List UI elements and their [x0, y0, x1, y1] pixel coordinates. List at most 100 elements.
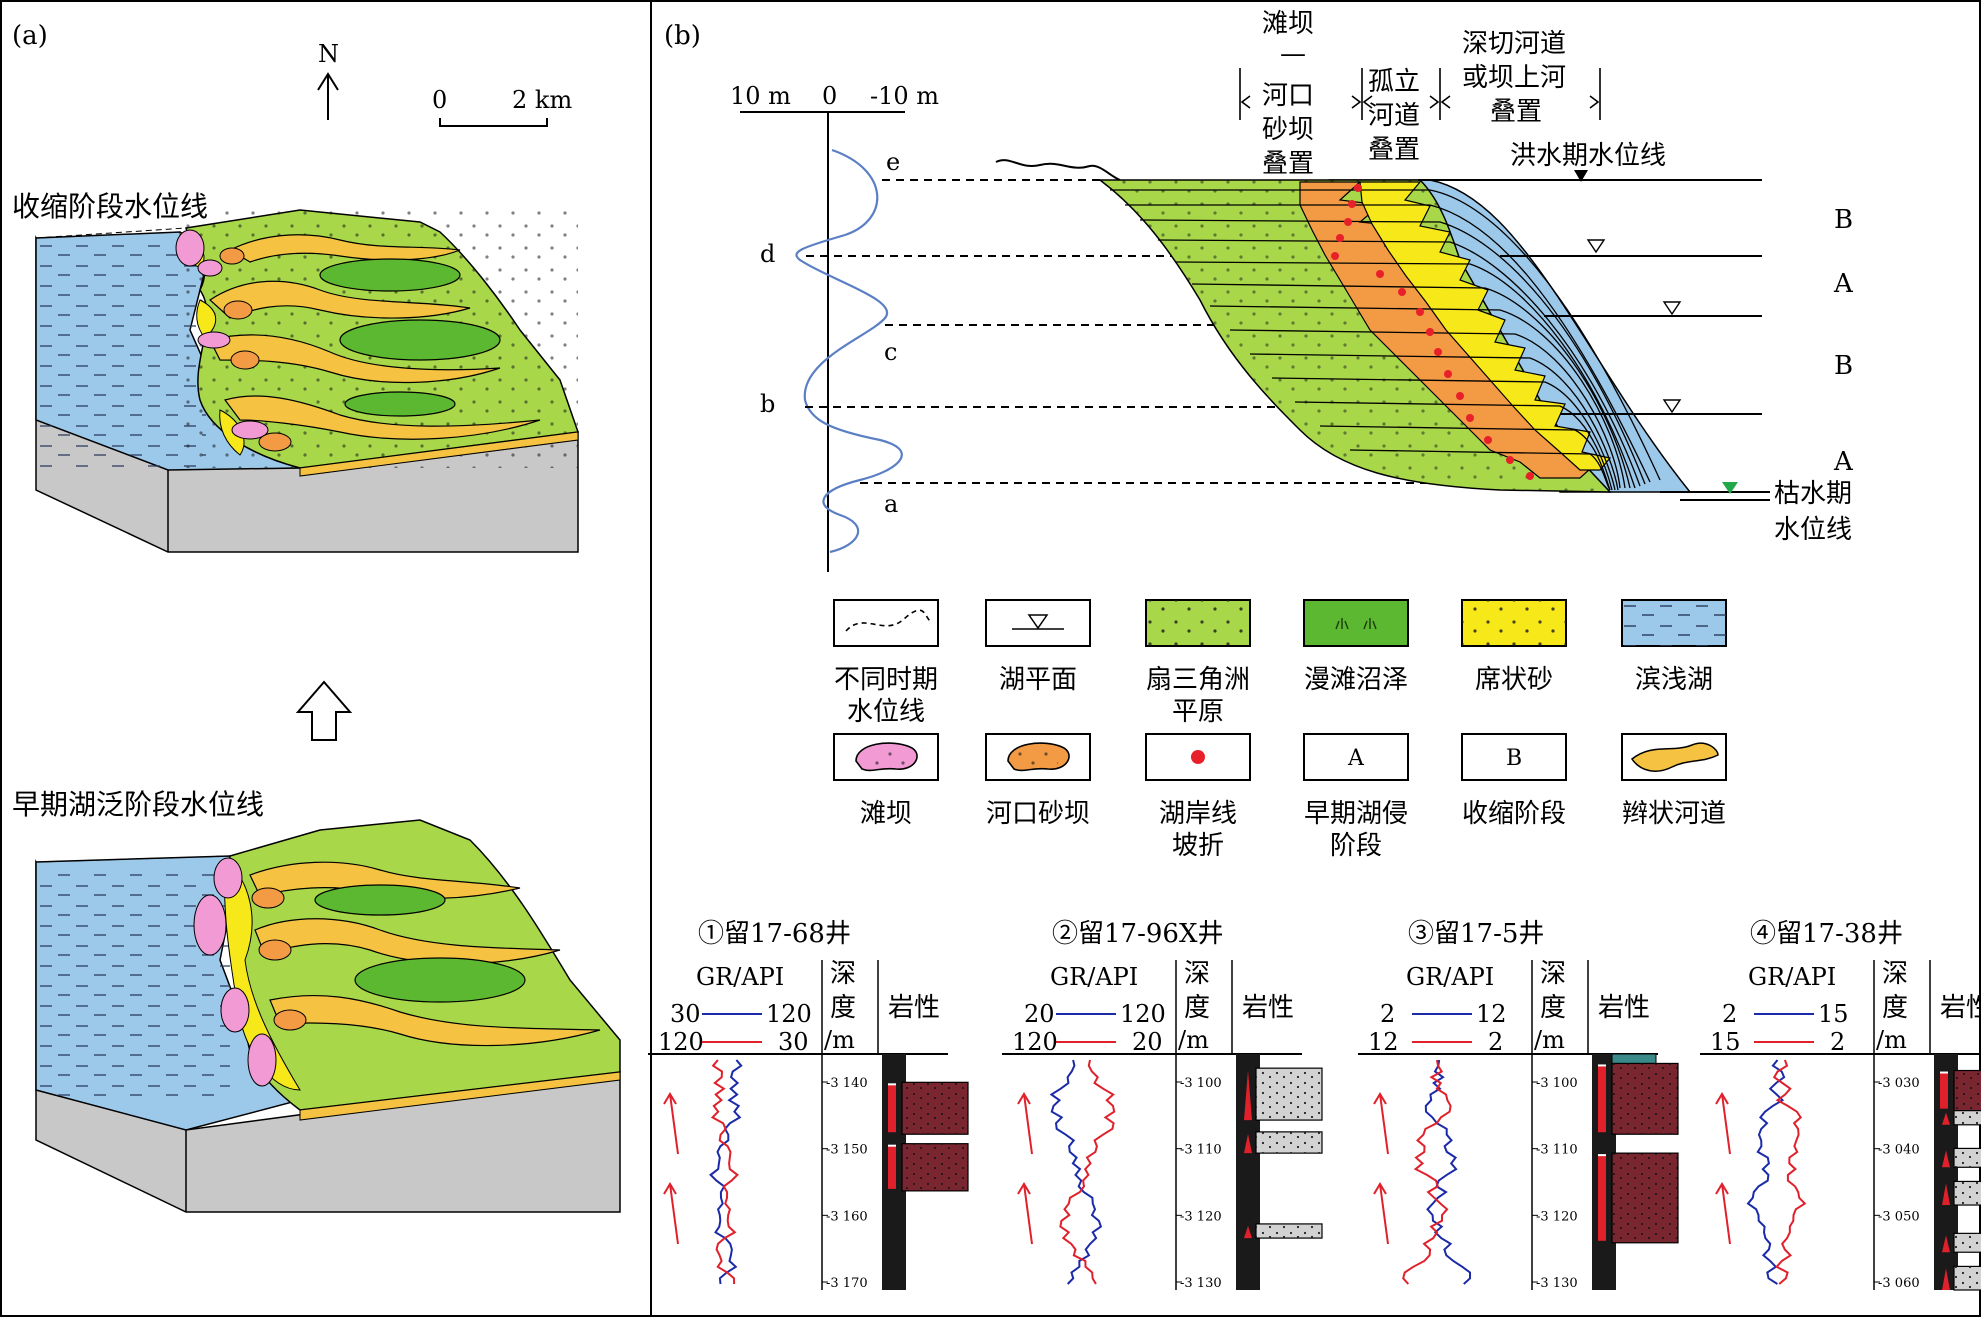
gr-label: GR/API — [696, 963, 784, 991]
svg-text:—: — — [1280, 39, 1306, 69]
water-level-curve — [795, 148, 903, 554]
legend-label: 湖岸线 — [1159, 799, 1237, 829]
well-title: ④留17-38井 — [1750, 919, 1903, 949]
depth-tick: -3 100 — [1180, 1076, 1222, 1091]
depth-tick: -3 110 — [1536, 1143, 1578, 1158]
legend-label: 收缩阶段 — [1462, 799, 1566, 829]
dry-level-label-1: 枯水期 — [1774, 479, 1852, 509]
depth-unit: /m — [1534, 1026, 1565, 1054]
svg-text:叠置: 叠置 — [1368, 135, 1420, 165]
depth-tick: -3 030 — [1878, 1076, 1920, 1091]
svg-text:深切河道: 深切河道 — [1462, 29, 1566, 59]
depth-unit: /m — [1876, 1026, 1907, 1054]
flood-level-label: 洪水期水位线 — [1510, 141, 1666, 171]
scale-end: 2 km — [512, 86, 572, 114]
lithology-title: 岩性 — [1940, 993, 1981, 1023]
svg-text:B: B — [1506, 746, 1522, 771]
legend-item: 河口砂坝 — [985, 733, 1091, 829]
legend-label: 不同时期 — [834, 665, 938, 695]
curve-scale-left: 10 m — [730, 82, 791, 110]
legend-label: 辫状河道 — [1622, 799, 1726, 829]
svg-text:或坝上河: 或坝上河 — [1462, 63, 1566, 93]
red-scale-right: 30 — [778, 1028, 809, 1056]
blue-scale-left: 2 — [1722, 1000, 1737, 1028]
depth-tick: -3 040 — [1878, 1143, 1920, 1158]
legend-label: 早期湖侵 — [1304, 799, 1408, 829]
legend-item: 漫滩沼泽 — [1303, 599, 1409, 695]
depth-tick: -3 120 — [1536, 1209, 1578, 1224]
legend-swatch — [1303, 599, 1409, 647]
legend-label: 阶段 — [1330, 831, 1382, 861]
curve-point-e: e — [886, 148, 900, 176]
depth-tick: -3 130 — [1180, 1276, 1222, 1291]
svg-text:滩坝: 滩坝 — [1262, 9, 1314, 39]
curve-point-b: b — [760, 390, 775, 418]
zone-1-label: 滩坝 — 河口 砂坝 叠置 — [1262, 9, 1314, 179]
gr-blue-curve — [1746, 1059, 1786, 1285]
gr-label: GR/API — [1050, 963, 1138, 991]
blue-scale-right: 120 — [766, 1000, 812, 1028]
red-scale-left: 12 — [1368, 1028, 1399, 1056]
depth-tick: -3 110 — [1180, 1143, 1222, 1158]
red-scale-left: 120 — [1012, 1028, 1058, 1056]
depth-tick: -3 050 — [1878, 1209, 1920, 1224]
stage-label-1: B — [1834, 205, 1853, 235]
legend-label: 水位线 — [847, 697, 925, 727]
blue-scale-right: 15 — [1818, 1000, 1849, 1028]
dry-level-label-2: 水位线 — [1774, 515, 1852, 545]
svg-text:河道: 河道 — [1368, 101, 1420, 131]
well-title: ③留17-5井 — [1408, 919, 1544, 949]
blue-scale-right: 120 — [1120, 1000, 1166, 1028]
depth-tick: -3 120 — [1180, 1209, 1222, 1224]
depth-tick: -3 100 — [1536, 1076, 1578, 1091]
well-title: ②留17-96X井 — [1052, 919, 1223, 949]
stage-label-4: A — [1833, 447, 1854, 477]
depth-title: 度 — [1540, 993, 1566, 1023]
legend-label: 河口砂坝 — [986, 799, 1090, 829]
legend-swatch — [833, 599, 939, 647]
depth-title: 深 — [1882, 959, 1908, 989]
scale-bar — [439, 118, 548, 127]
svg-text:孤立: 孤立 — [1368, 67, 1420, 97]
legend-swatch — [1461, 733, 1567, 781]
legend-label: 湖平面 — [999, 665, 1077, 695]
red-scale-right: 2 — [1830, 1028, 1845, 1056]
scale-zero: 0 — [432, 86, 447, 114]
red-scale-left: 15 — [1710, 1028, 1741, 1056]
depth-tick: -3 130 — [1536, 1276, 1578, 1291]
lithology-title: 岩性 — [1598, 993, 1650, 1023]
legend-item: B 收缩阶段 — [1461, 733, 1567, 829]
depth-title: 度 — [830, 993, 856, 1023]
depth-title: 深 — [1540, 959, 1566, 989]
well-title: ①留17-68井 — [698, 919, 851, 949]
red-scale-right: 20 — [1132, 1028, 1163, 1056]
gr-blue-curve — [1049, 1059, 1103, 1285]
red-scale-right: 2 — [1488, 1028, 1503, 1056]
top-block-diagram — [35, 209, 580, 553]
red-scale-left: 120 — [658, 1028, 704, 1056]
legend-label: 平原 — [1172, 697, 1224, 727]
legend-item: 滨浅湖 — [1621, 599, 1727, 695]
stage-label-3: B — [1834, 351, 1853, 381]
up-arrow-icon — [295, 680, 353, 741]
legend-item: 湖平面 — [985, 599, 1091, 695]
svg-text:河口: 河口 — [1262, 81, 1314, 111]
zone-brackets — [1239, 68, 1601, 120]
gr-red-curve — [1059, 1059, 1116, 1285]
legend-label: 扇三角洲 — [1146, 665, 1250, 695]
bottom-block-title: 早期湖泛阶段水位线 — [12, 788, 264, 821]
curve-scale-mid: 0 — [822, 82, 837, 110]
depth-tick: -3 060 — [1878, 1276, 1920, 1291]
depth-tick: -3 140 — [826, 1076, 868, 1091]
legend-label: 漫滩沼泽 — [1304, 665, 1408, 695]
svg-text:叠置: 叠置 — [1262, 149, 1314, 179]
